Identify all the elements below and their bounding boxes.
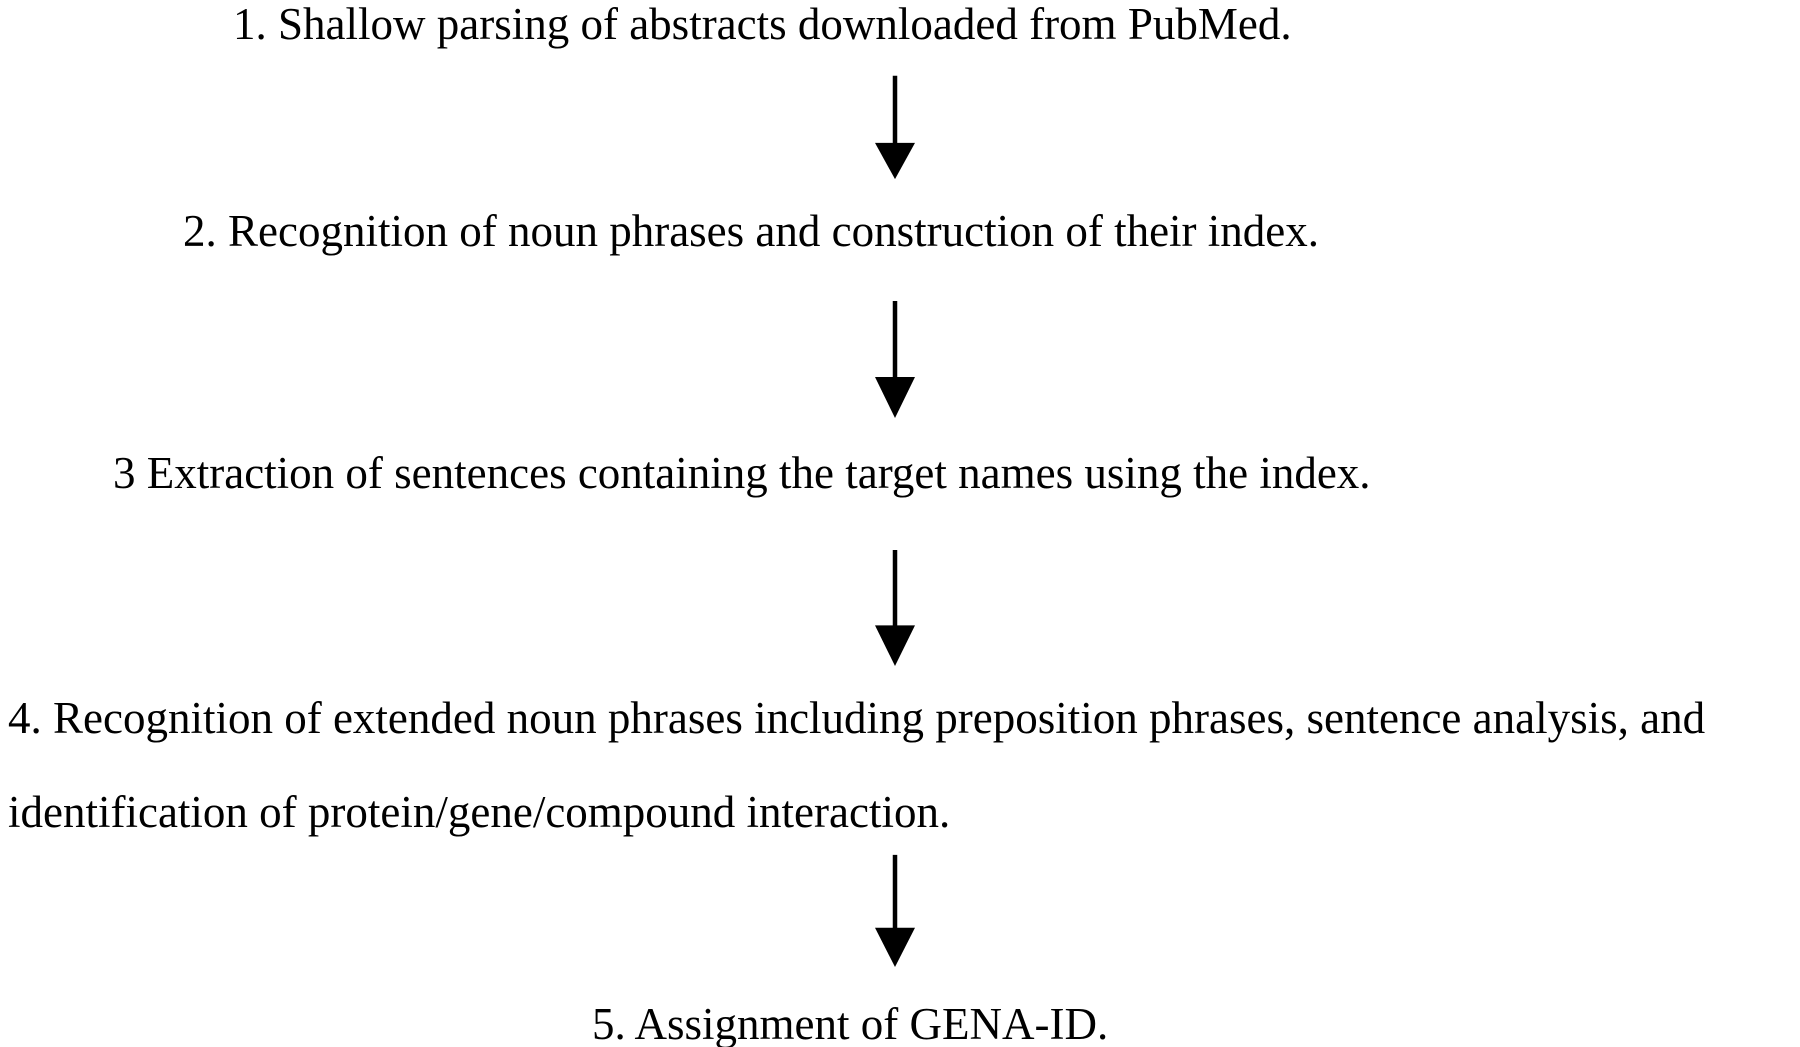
step-4-text-line-2: identification of protein/gene/compound … (8, 787, 951, 837)
arrow-down-icon (875, 75, 915, 180)
step-3-text: 3 Extraction of sentences containing the… (113, 448, 1371, 498)
flow-arrow-4 (865, 853, 925, 968)
step-1-text: 1. Shallow parsing of abstracts download… (233, 0, 1292, 49)
arrow-down-icon (875, 854, 915, 968)
step-4-text-line-1: 4. Recognition of extended noun phrases … (8, 693, 1706, 743)
flow-arrow-2 (865, 299, 925, 419)
arrow-down-icon (875, 301, 915, 418)
arrow-down-icon (875, 549, 915, 667)
step-2-text: 2. Recognition of noun phrases and const… (183, 206, 1320, 256)
flow-arrow-1 (865, 74, 925, 180)
flow-arrow-3 (865, 548, 925, 667)
step-5-text: 5. Assignment of GENA-ID. (592, 999, 1109, 1047)
